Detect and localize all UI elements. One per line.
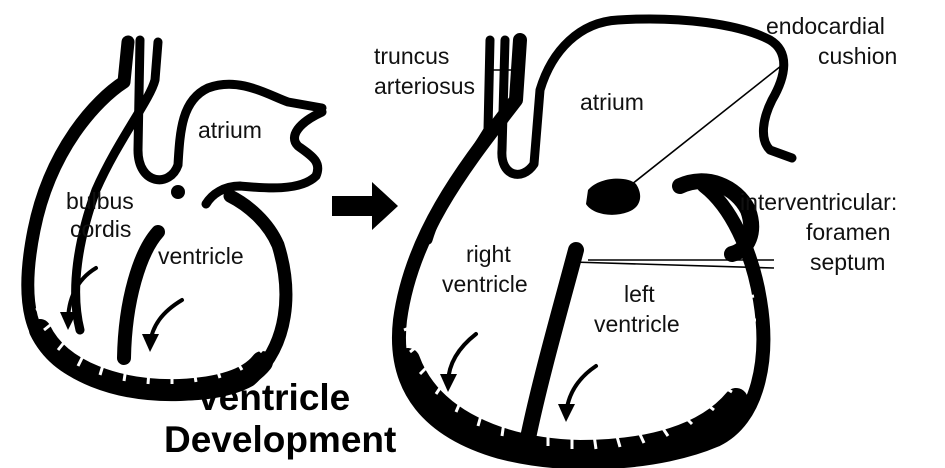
later-label-cushion: cushion bbox=[818, 43, 897, 69]
later-label-atrium: atrium bbox=[580, 89, 644, 115]
later-label-right-ventricle: ventricle bbox=[442, 271, 528, 297]
later-label-arteriosus: arteriosus bbox=[374, 73, 475, 99]
early-heart: atrium bulbus cordis ventricle bbox=[28, 40, 322, 394]
development-arrow bbox=[332, 182, 398, 230]
early-label-cordis: cordis bbox=[70, 216, 131, 242]
septum-pointer-line bbox=[572, 262, 774, 268]
later-label-left: left bbox=[624, 281, 655, 307]
early-label-bulbus: bulbus bbox=[66, 188, 134, 214]
later-heart: truncus arteriosus endocardial cushion a… bbox=[374, 13, 897, 462]
early-heart-dot bbox=[171, 185, 185, 199]
later-label-foramen: foramen bbox=[806, 219, 890, 245]
later-label-truncus: truncus bbox=[374, 43, 449, 69]
later-label-septum: septum bbox=[810, 249, 885, 275]
later-label-interventricular: interventricular: bbox=[740, 189, 897, 215]
later-label-right: right bbox=[466, 241, 511, 267]
early-heart-inner-tube bbox=[138, 40, 322, 180]
early-label-ventricle: ventricle bbox=[158, 243, 244, 269]
title-line-2: Development bbox=[164, 419, 396, 460]
early-label-atrium: atrium bbox=[198, 117, 262, 143]
later-heart-truncus-inner bbox=[502, 19, 792, 174]
later-label-endocardial: endocardial bbox=[766, 13, 885, 39]
title-line-1: Ventricle bbox=[196, 377, 350, 418]
later-heart-flow-arrowhead-left-ventricle bbox=[558, 404, 575, 422]
later-heart-truncus-left bbox=[428, 40, 490, 240]
later-label-left-ventricle: ventricle bbox=[594, 311, 680, 337]
early-heart-flow-arrowhead-right bbox=[142, 334, 159, 352]
